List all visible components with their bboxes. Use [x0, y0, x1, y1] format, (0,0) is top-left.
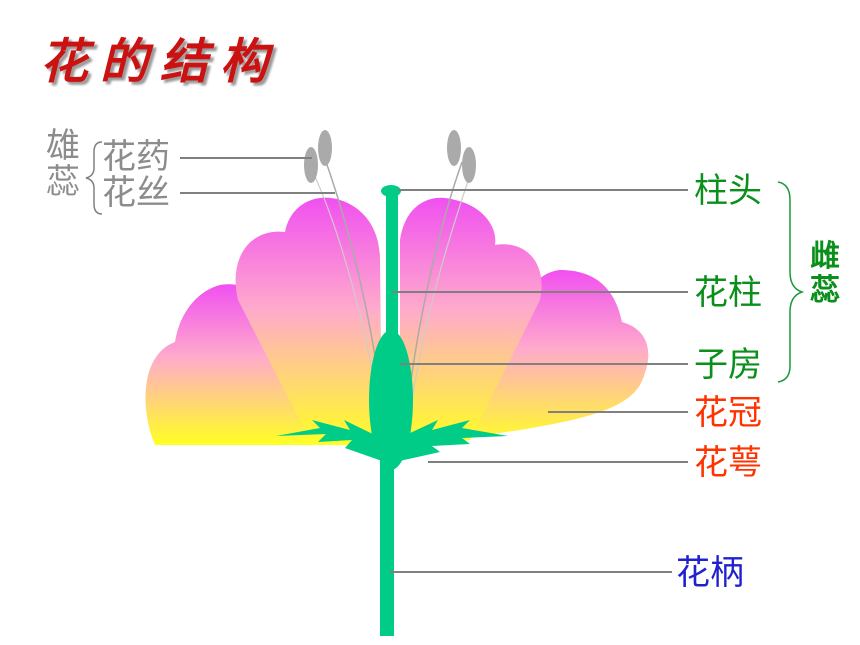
style: [386, 192, 398, 352]
page-title: 花的结构: [40, 34, 281, 90]
corolla-label: 花冠: [694, 393, 762, 433]
sepal-label: 花萼: [694, 443, 762, 483]
sepal-right: [395, 420, 508, 462]
petal-inner-right: [400, 197, 542, 445]
stamen-brace: [85, 141, 103, 215]
ovary-label: 子房: [694, 345, 762, 385]
anther-left-2: [304, 147, 318, 183]
filament-label: 花丝: [102, 173, 170, 213]
filament-right-2: [407, 174, 471, 431]
pedicel-stem: [380, 440, 394, 636]
stigma-label: 柱头: [694, 171, 762, 211]
anther-right-1: [447, 130, 461, 166]
anther-left-1: [318, 130, 332, 166]
stamen-label: 雄蕊: [46, 126, 80, 202]
anther-label: 花药: [102, 137, 170, 177]
pedicel-label: 花柄: [676, 553, 744, 593]
style-label: 花柱: [694, 273, 762, 313]
pistil-brace: [777, 181, 805, 383]
anther-right-2: [462, 147, 476, 183]
pistil-label: 雌蕊: [810, 239, 840, 308]
stigma: [381, 185, 401, 197]
sepal-left: [276, 420, 385, 462]
